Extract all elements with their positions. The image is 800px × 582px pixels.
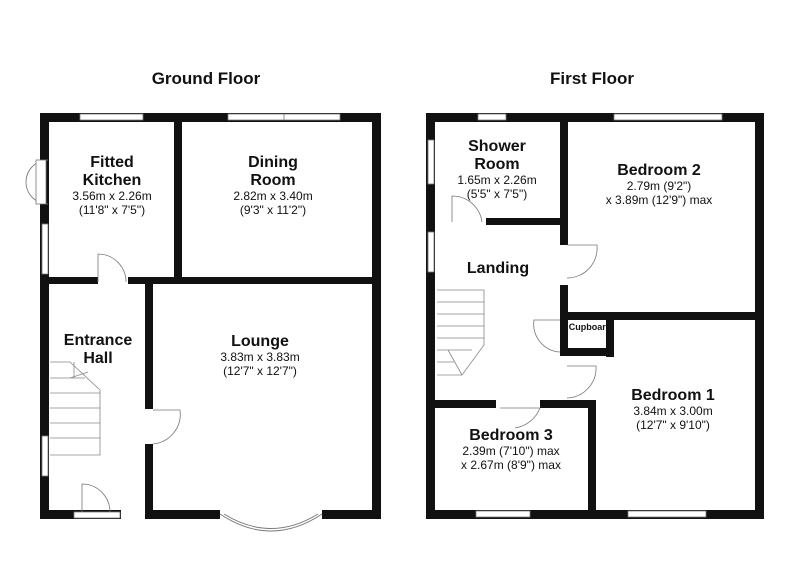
bedroom2-door-icon (566, 244, 598, 279)
bedroom1-window (627, 510, 707, 518)
bedroom2-name: Bedroom 2 (617, 162, 701, 179)
hall-side-window (41, 435, 49, 477)
bedroom3-dim-1: 2.39m (7'10") max (462, 444, 559, 458)
room-lounge: Lounge 3.83m x 3.83m (12'7" x 12'7") (220, 333, 299, 378)
room-cupboard: Cupboard (569, 322, 612, 332)
landing-name: Landing (467, 260, 529, 277)
bedroom3-name: Bedroom 3 (469, 427, 553, 444)
room-kitchen: Fitted Kitchen 3.56m x 2.26m (11'8" x 7'… (72, 154, 151, 217)
shower-side-window (427, 139, 435, 185)
kitchen-hall-door-icon (97, 253, 127, 283)
front-door-frame (73, 511, 121, 519)
ground-floor: Ground Floor (25, 69, 381, 532)
cupboard-label: Cupboard (569, 322, 612, 332)
bedroom1-name: Bedroom 1 (631, 387, 715, 404)
shower-name-1: Shower (468, 138, 526, 155)
ground-floor-title: Ground Floor (152, 69, 261, 88)
bedroom2-dim-2: x 3.89m (12'9") max (606, 193, 713, 207)
dining-dim-metric: 2.82m x 3.40m (233, 189, 312, 203)
kitchen-name-1: Fitted (90, 154, 134, 171)
kitchen-dim-imperial: (11'8" x 7'5") (79, 203, 145, 217)
room-bedroom1: Bedroom 1 3.84m x 3.00m (12'7" x 9'10") (631, 387, 715, 432)
room-bedroom3: Bedroom 3 2.39m (7'10") max x 2.67m (8'9… (461, 427, 561, 472)
bedroom1-door-icon (566, 365, 597, 399)
bedroom1-dim-metric: 3.84m x 3.00m (633, 404, 712, 418)
lounge-dim-imperial: (12'7" x 12'7") (223, 364, 297, 378)
room-shower: Shower Room 1.65m x 2.26m (5'5" x 7'5") (457, 138, 536, 201)
first-floor-title: First Floor (550, 69, 634, 88)
ground-floor-doors (25, 159, 181, 513)
bedroom3-dim-2: x 2.67m (8'9") max (461, 458, 561, 472)
landing-side-window (427, 231, 435, 273)
hall-name-1: Entrance (64, 332, 133, 349)
bedroom1-dim-imperial: (12'7" x 9'10") (636, 418, 710, 432)
lounge-door-icon (152, 409, 181, 445)
lounge-bay-window (219, 513, 323, 532)
kitchen-dim-metric: 3.56m x 2.26m (72, 189, 151, 203)
room-landing: Landing (467, 260, 529, 277)
dining-name-2: Room (250, 172, 295, 189)
hall-name-2: Hall (83, 350, 112, 367)
first-floor: First Floor (426, 69, 764, 519)
room-dining: Dining Room 2.82m x 3.40m (9'3" x 11'2") (233, 154, 312, 217)
first-floor-doors (451, 195, 598, 429)
shower-dim-imperial: (5'5" x 7'5") (467, 187, 527, 201)
room-bedroom2: Bedroom 2 2.79m (9'2") x 3.89m (12'9") m… (606, 162, 713, 207)
lounge-dim-metric: 3.83m x 3.83m (220, 350, 299, 364)
bedroom2-dim-1: 2.79m (9'2") (627, 179, 692, 193)
bedroom3-window (475, 510, 531, 518)
kitchen-name-2: Kitchen (83, 172, 142, 189)
bedroom3-door-icon (500, 407, 541, 429)
first-floor-walls (426, 113, 764, 519)
kitchen-window (79, 113, 144, 121)
ground-floor-windows (41, 113, 341, 532)
room-hall: Entrance Hall (64, 332, 133, 367)
lounge-name: Lounge (231, 333, 289, 350)
bedroom2-window (613, 113, 723, 121)
dining-dim-imperial: (9'3" x 11'2") (240, 203, 306, 217)
dining-name-1: Dining (248, 154, 298, 171)
cupboard-door-icon (533, 319, 561, 353)
first-floor-staircase (437, 289, 485, 376)
front-door-icon (81, 483, 111, 513)
ground-floor-staircase (50, 361, 101, 456)
shower-door-icon (451, 195, 483, 223)
kitchen-side-window (41, 223, 49, 275)
shower-window (477, 113, 507, 121)
first-floor-windows (427, 113, 723, 518)
shower-dim-metric: 1.65m x 2.26m (457, 173, 536, 187)
shower-name-2: Room (474, 156, 519, 173)
